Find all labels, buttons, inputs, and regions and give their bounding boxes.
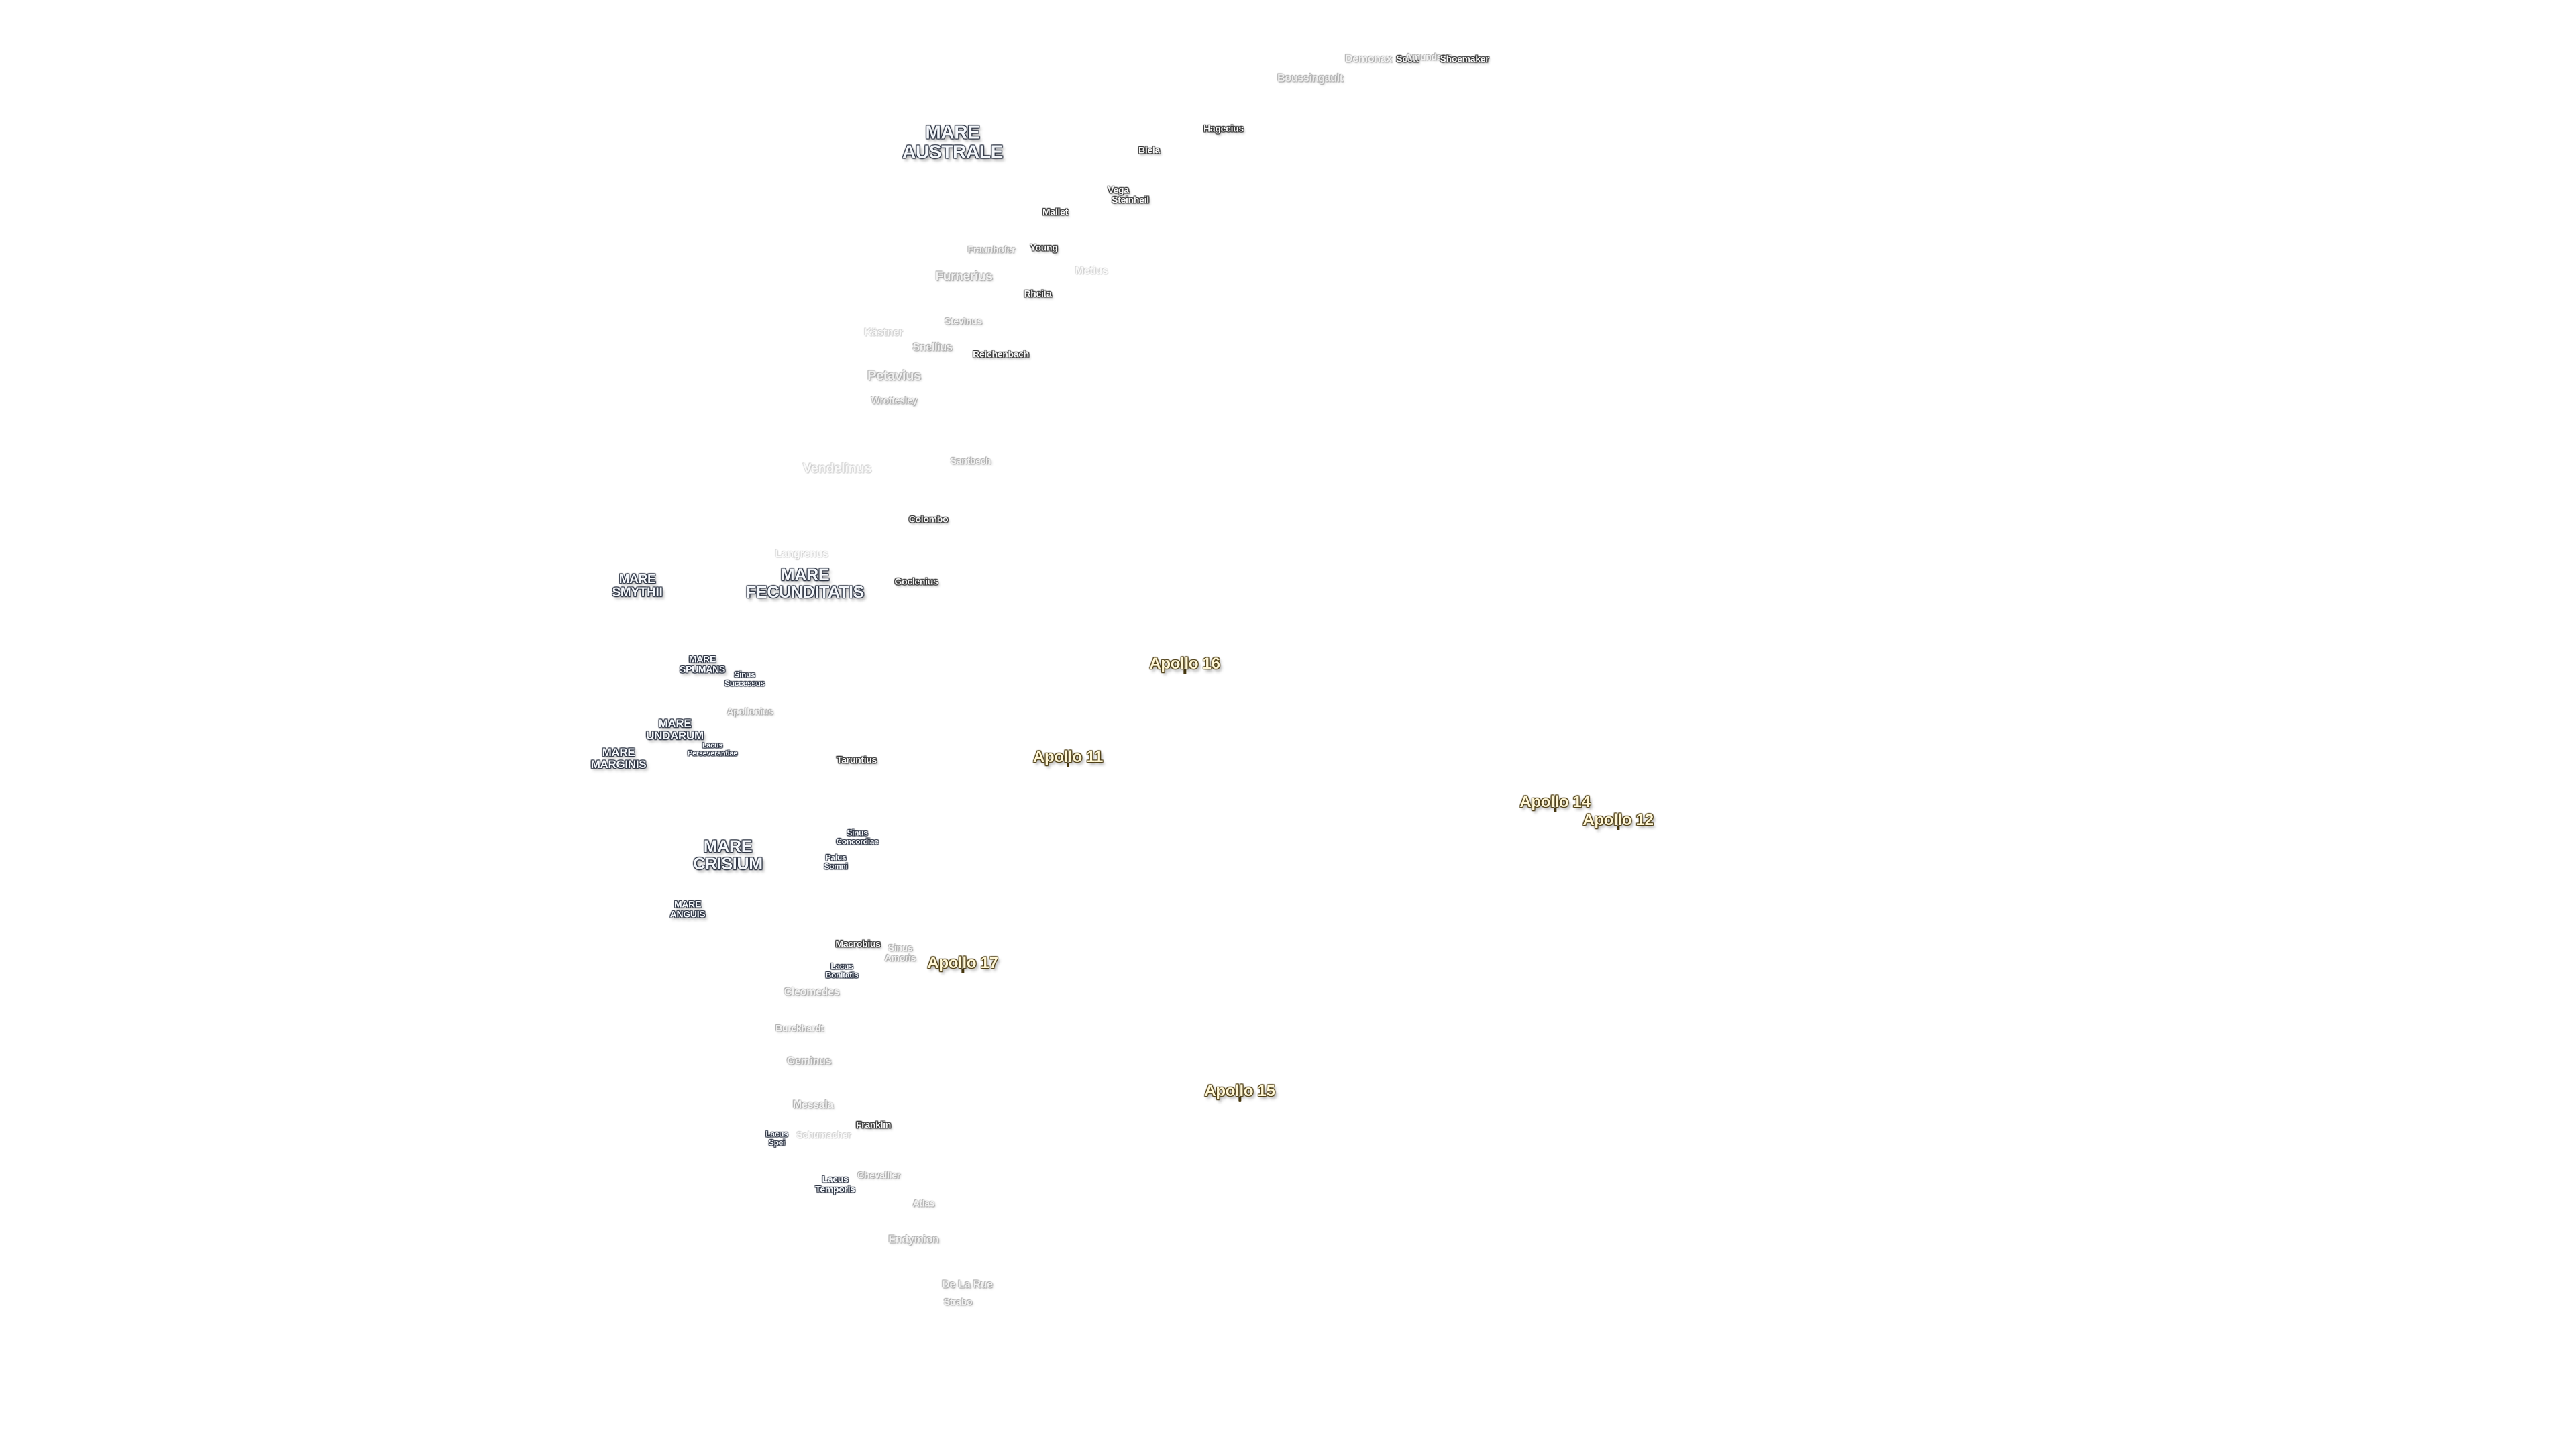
crater-santbech-label[interactable]: Santbech	[950, 455, 991, 466]
mare-marginis-label[interactable]: MARE MARGINIS	[590, 746, 647, 771]
crater-petavius-label[interactable]: Petavius	[867, 368, 921, 384]
apollo-17-label: Apollo 17	[927, 953, 998, 972]
lacus-temporis-label[interactable]: Lacus Temporis	[815, 1173, 855, 1194]
crater-burckhardt-label[interactable]: Burckhardt	[775, 1022, 824, 1034]
crater-young-label[interactable]: Young	[1030, 241, 1058, 253]
crater-reichenbach-label[interactable]: Reichenbach	[973, 348, 1029, 360]
crater-steinheil-label[interactable]: Steinheil	[1112, 194, 1149, 205]
apollo-14-marker[interactable]: Apollo 14	[1519, 792, 1591, 813]
crater-vega-label[interactable]: Vega	[1108, 184, 1129, 195]
apollo-12-label: Apollo 12	[1582, 810, 1654, 829]
mare-crisium-label[interactable]: MARE CRISIUM	[693, 837, 763, 873]
crater-mallet-label[interactable]: Mallet	[1042, 206, 1068, 217]
sinus-successus-label[interactable]: Sinus Successus	[724, 669, 765, 688]
crater-macrobius-label[interactable]: Macrobius	[835, 938, 881, 949]
crater-snellius-label[interactable]: Snellius	[912, 341, 953, 354]
apollo-16-marker[interactable]: Apollo 16	[1149, 654, 1220, 675]
palus-somni-label[interactable]: Palus Somni	[824, 853, 848, 871]
crater-franklin-label[interactable]: Franklin	[855, 1119, 892, 1130]
lacus-perseverantiae-label[interactable]: Lacus Perseverantiae	[687, 741, 738, 757]
crater-taruntius-label[interactable]: Taruntius	[836, 754, 877, 765]
crater-boussingault-label[interactable]: Boussingault	[1277, 72, 1343, 85]
crater-scott-label[interactable]: Scott	[1396, 53, 1419, 64]
crater-hagecius-label[interactable]: Hagecius	[1203, 123, 1244, 134]
landing-pin-icon	[1183, 669, 1186, 675]
landing-pin-icon	[961, 969, 964, 974]
crater-geminus-label[interactable]: Geminus	[786, 1055, 832, 1067]
landing-pin-icon	[1238, 1097, 1241, 1102]
crater-amundsen-label[interactable]: Amundsen	[1405, 51, 1452, 62]
crater-apollonius-label[interactable]: Apollonius	[727, 706, 773, 717]
apollo-11-marker[interactable]: Apollo 11	[1033, 747, 1103, 768]
crater-wrottesley-label[interactable]: Wrottesley	[871, 394, 918, 406]
crater-biela-label[interactable]: Biela	[1138, 144, 1160, 156]
crater-schumacher-label[interactable]: Schumacher	[796, 1129, 851, 1140]
apollo-15-label: Apollo 15	[1204, 1081, 1275, 1100]
crater-messala-label[interactable]: Messala	[792, 1099, 834, 1111]
crater-vendelinus-label[interactable]: Vendelinus	[802, 461, 872, 476]
crater-atlas-label[interactable]: Atlas	[912, 1197, 935, 1209]
mare-anguis-label[interactable]: MARE ANGUIS	[669, 898, 706, 919]
mare-fecunditatis-label[interactable]: MARE FECUNDITATIS	[745, 565, 865, 602]
lacus-bonitatis-label[interactable]: Lacus Bonitatis	[825, 961, 859, 979]
mare-smythii-label[interactable]: MARE SMYTHII	[612, 572, 663, 600]
crater-endymion-label[interactable]: Endymion	[888, 1234, 939, 1246]
crater-metius-label[interactable]: Metius	[1075, 265, 1108, 277]
apollo-12-marker[interactable]: Apollo 12	[1582, 810, 1654, 831]
crater-furnerius-label[interactable]: Furnerius	[935, 270, 993, 284]
lacus-spei-label[interactable]: Lacus Spei	[765, 1129, 788, 1147]
landing-pin-icon	[1067, 763, 1069, 768]
crater-cleomedes-label[interactable]: Cleomedes	[784, 986, 840, 998]
apollo-17-marker[interactable]: Apollo 17	[927, 953, 998, 974]
landing-pin-icon	[1554, 808, 1556, 813]
crater-chevallier-label[interactable]: Chevallier	[857, 1169, 900, 1181]
sinus-concordiae-label[interactable]: Sinus Concordiae	[836, 828, 879, 846]
crater-demonax-label[interactable]: Demonax	[1345, 53, 1392, 65]
mare-spumans-label[interactable]: MARE SPUMANS	[680, 653, 725, 674]
landing-pin-icon	[1617, 826, 1619, 831]
apollo-16-label: Apollo 16	[1149, 654, 1220, 673]
crater-de-la-rue-label[interactable]: De La Rue	[942, 1279, 993, 1291]
sinus-amoris-label[interactable]: Sinus Amoris	[884, 942, 916, 963]
apollo-14-label: Apollo 14	[1519, 792, 1591, 811]
crater-fraunhofer-label[interactable]: Fraunhofer	[967, 244, 1016, 255]
apollo-11-label: Apollo 11	[1033, 747, 1103, 766]
crater-strabo-label[interactable]: Strabo	[943, 1296, 973, 1307]
crater-shoemaker-label[interactable]: Shoemaker	[1440, 53, 1489, 64]
crater-stevinus-label[interactable]: Stevinus	[945, 315, 982, 327]
crater-langrenus-label[interactable]: Langrenus	[775, 548, 828, 560]
mare-undarum-label[interactable]: MARE UNDARUM	[646, 717, 704, 742]
crater-kastner-label[interactable]: Kästner	[864, 327, 903, 339]
crater-colombo-label[interactable]: Colombo	[908, 513, 949, 525]
crater-rheita-label[interactable]: Rheita	[1024, 288, 1052, 299]
apollo-15-marker[interactable]: Apollo 15	[1204, 1083, 1275, 1102]
crater-goclenius-label[interactable]: Goclenius	[894, 576, 938, 587]
mare-australe-label[interactable]: MARE AUSTRALE	[902, 121, 1004, 162]
